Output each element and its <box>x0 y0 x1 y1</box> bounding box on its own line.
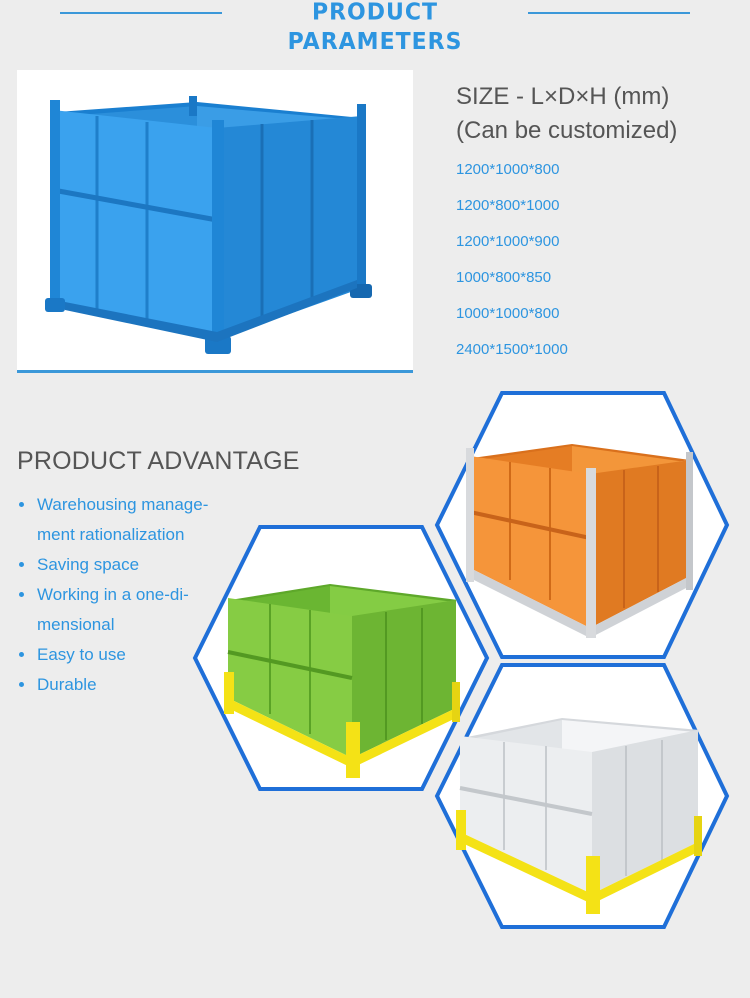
hero-product-image <box>17 70 413 373</box>
size-item: 1000*1000*800 <box>456 305 560 322</box>
advantage-item: Saving space <box>17 550 247 580</box>
advantage-item-text: Saving space <box>37 555 140 574</box>
advantage-item-text: mensional <box>37 615 115 634</box>
size-heading-line1: SIZE - L×D×H (mm) <box>456 83 670 110</box>
orange-crate-hexagon <box>434 391 730 659</box>
bullet-icon <box>19 502 24 507</box>
size-item: 1200*1000*800 <box>456 161 560 178</box>
advantage-item-text: Durable <box>37 675 97 694</box>
advantage-item: Easy to use <box>17 640 247 670</box>
header-line-left <box>60 12 222 14</box>
advantage-item-text: ment rationalization <box>37 525 185 544</box>
size-item: 1200*1000*900 <box>456 233 560 250</box>
advantage-item: ment rationalization <box>17 520 247 550</box>
advantage-item: Working in a one-di- <box>17 580 247 610</box>
size-item: 2400*1500*1000 <box>456 341 568 358</box>
advantage-item-text: Easy to use <box>37 645 126 664</box>
advantage-heading: PRODUCT ADVANTAGE <box>17 447 300 475</box>
page-title: PRODUCT PARAMETERS <box>287 0 463 56</box>
white-crate-hexagon <box>434 663 730 929</box>
advantage-item-text: Working in a one-di- <box>37 585 189 604</box>
size-heading: SIZE - L×D×H (mm) (Can be customized) <box>456 80 746 148</box>
bullet-icon <box>19 562 24 567</box>
advantage-list: Warehousing manage- ment rationalization… <box>17 490 247 700</box>
size-item: 1000*800*850 <box>456 269 552 286</box>
size-heading-line2: (Can be customized) <box>456 117 678 144</box>
size-list: 1200*1000*800 1200*800*1000 1200*1000*90… <box>456 160 568 376</box>
green-crate-hexagon <box>192 525 490 791</box>
bullet-icon <box>19 652 24 657</box>
header-line-right <box>528 12 690 14</box>
advantage-item: mensional <box>17 610 247 640</box>
bullet-icon <box>19 682 24 687</box>
advantage-item: Warehousing manage- <box>17 490 247 520</box>
blue-crate-illustration <box>45 96 372 354</box>
advantage-item-text: Warehousing manage- <box>37 495 209 514</box>
bullet-icon <box>19 592 24 597</box>
size-item: 1200*800*1000 <box>456 197 560 214</box>
advantage-item: Durable <box>17 670 247 700</box>
